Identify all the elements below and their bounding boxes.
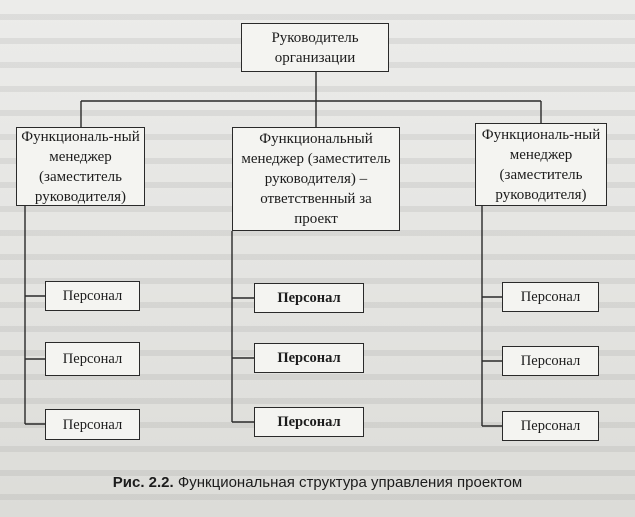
staff-box-left-1: Персонал — [45, 281, 140, 311]
staff-label: Персонал — [520, 418, 581, 434]
manager-box-center: Функциональный менеджер (заместитель рук… — [232, 127, 400, 231]
staff-label: Персонал — [277, 350, 341, 366]
manager-label-right: Функциональ-ный менеджер (заместитель ру… — [481, 126, 601, 203]
manager-label-left: Функциональ-ный менеджер (заместитель ру… — [21, 128, 140, 205]
staff-label: Персонал — [277, 414, 341, 430]
figure-caption: Рис. 2.2. Функциональная структура управ… — [0, 474, 635, 491]
head-box: Руководитель организации — [241, 23, 389, 72]
staff-label: Персонал — [62, 288, 123, 304]
staff-label: Персонал — [520, 353, 581, 369]
staff-box-right-1: Персонал — [502, 282, 599, 312]
staff-label: Персонал — [277, 290, 341, 306]
manager-box-right: Функциональ-ный менеджер (заместитель ру… — [475, 123, 607, 206]
staff-box-right-2: Персонал — [502, 346, 599, 376]
staff-box-right-3: Персонал — [502, 411, 599, 441]
caption-number: Рис. 2.2. — [112, 474, 174, 491]
staff-box-left-2: Персонал — [45, 342, 140, 376]
staff-box-center-1: Персонал — [254, 283, 364, 313]
head-label: Руководитель организации — [271, 29, 359, 66]
manager-label-center: Функциональный менеджер (заместитель рук… — [241, 131, 391, 227]
staff-label: Персонал — [62, 351, 123, 367]
staff-box-left-3: Персонал — [45, 409, 140, 440]
manager-box-left: Функциональ-ный менеджер (заместитель ру… — [16, 127, 145, 206]
staff-box-center-3: Персонал — [254, 407, 364, 437]
staff-label: Персонал — [520, 289, 581, 305]
staff-box-center-2: Персонал — [254, 343, 364, 373]
staff-label: Персонал — [62, 416, 123, 433]
caption-text: Функциональная структура управления прое… — [177, 474, 523, 491]
